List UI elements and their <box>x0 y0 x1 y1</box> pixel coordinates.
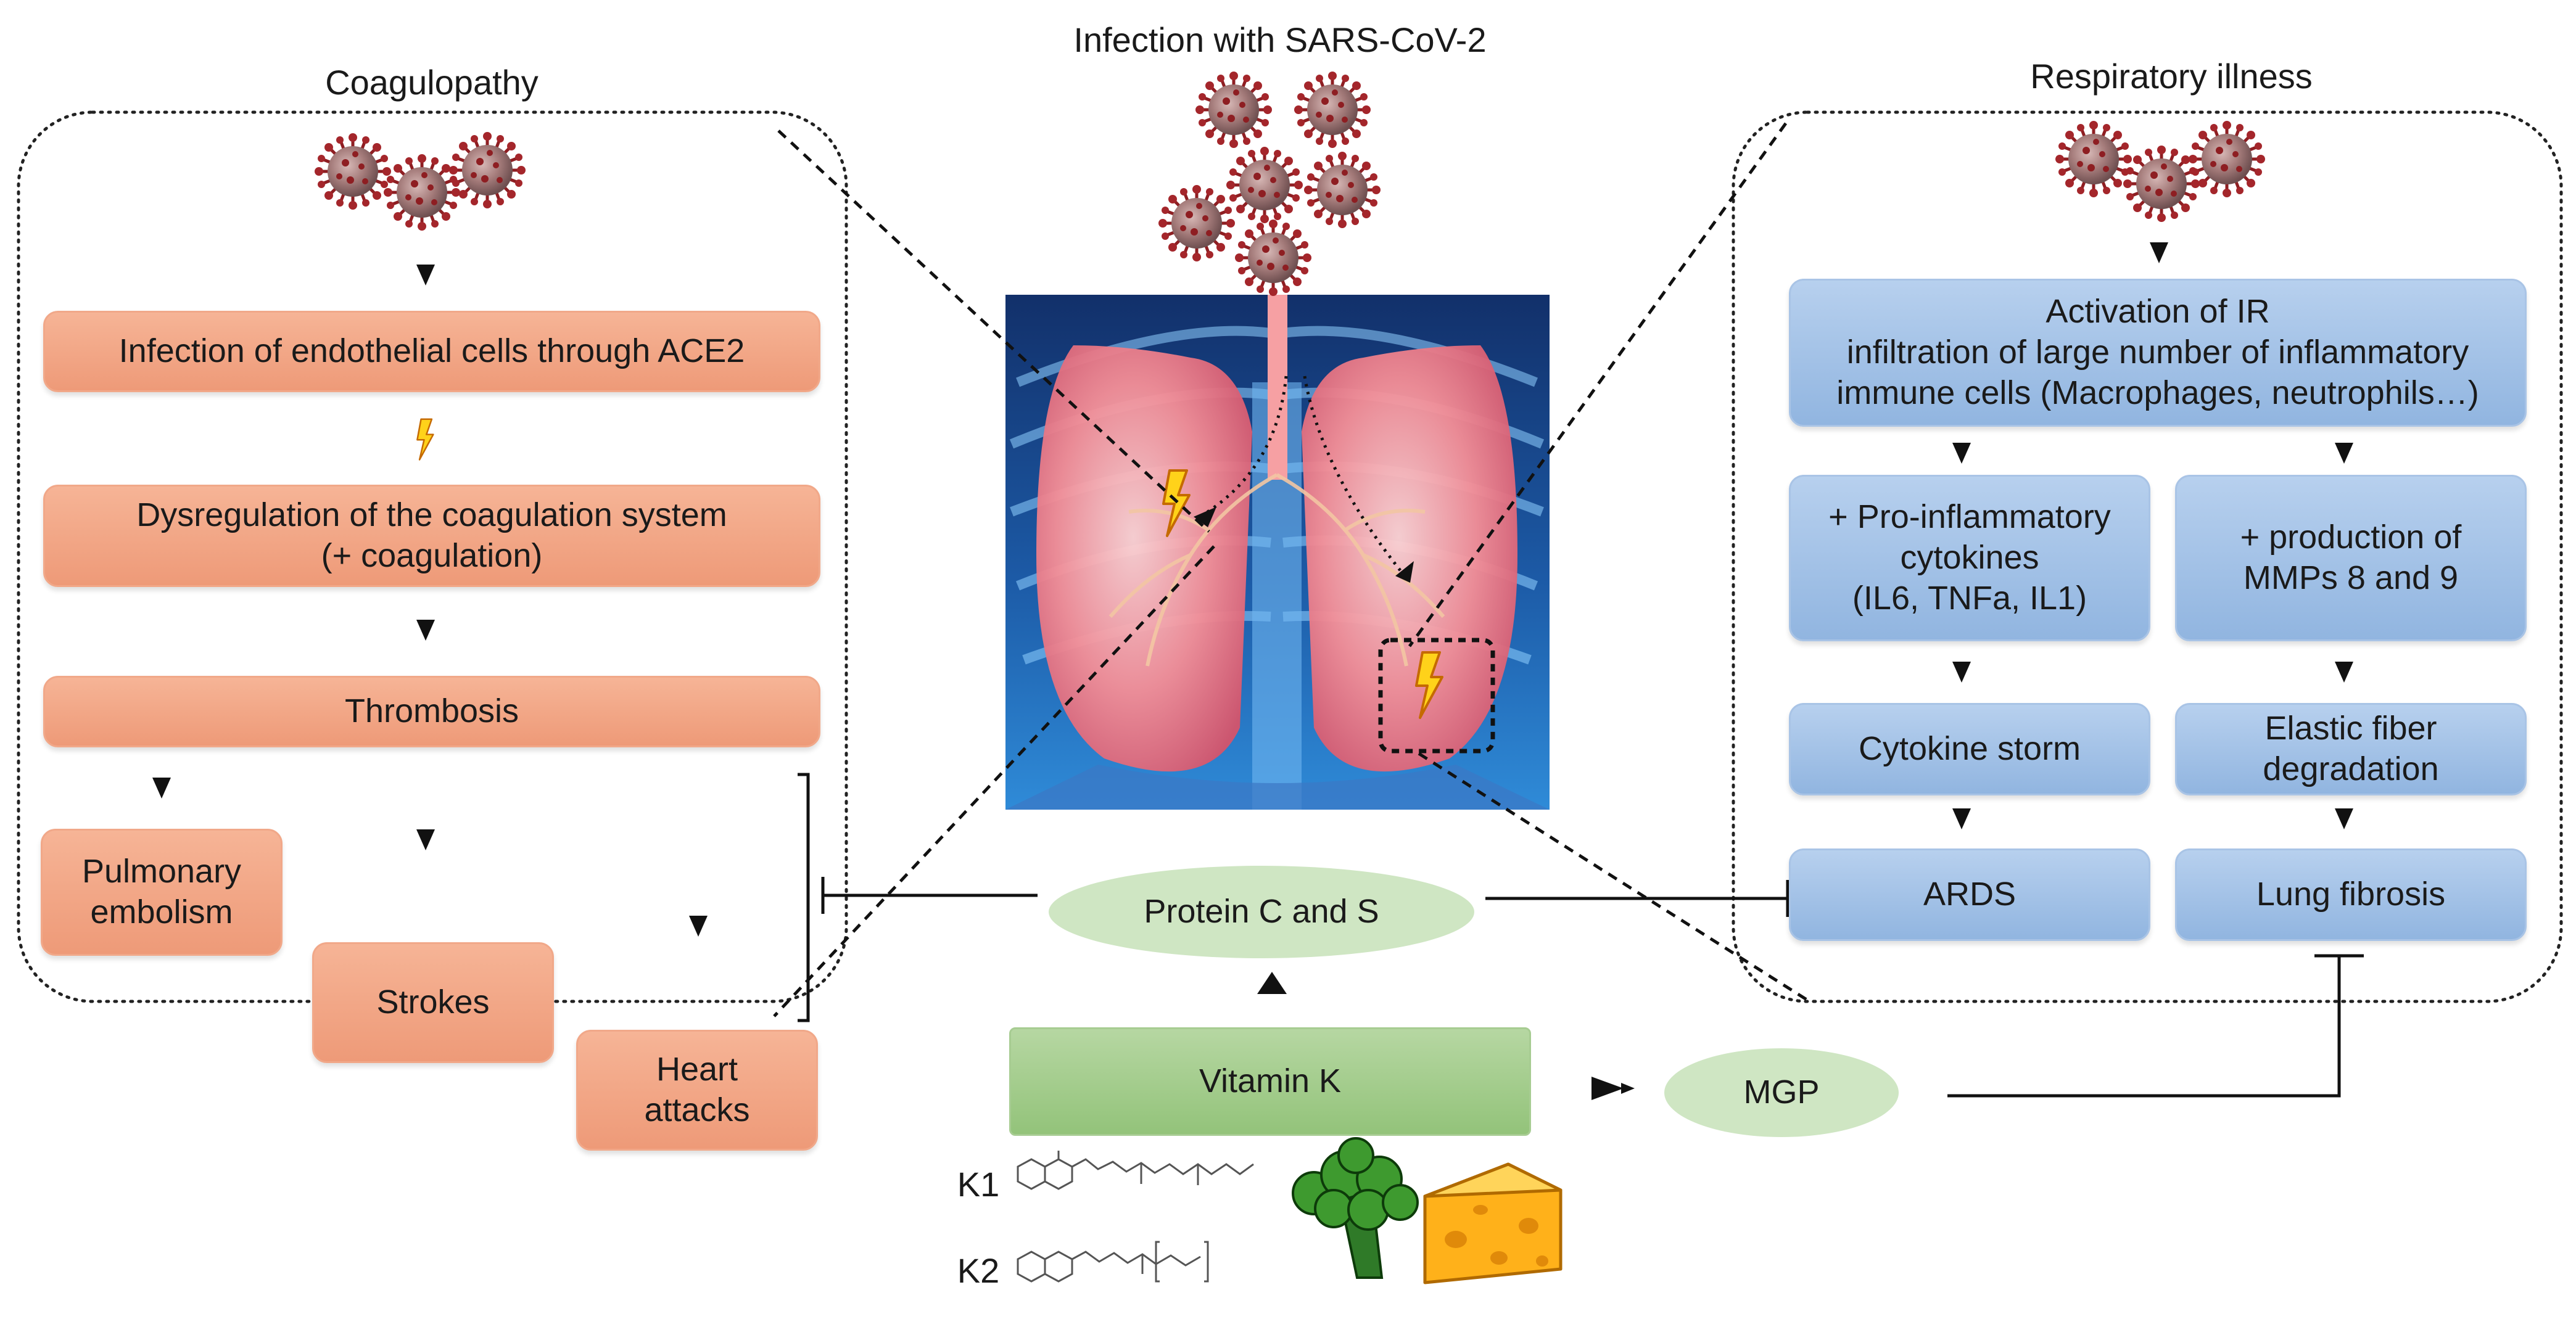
flow-arrows-right <box>1952 242 2353 829</box>
virus-cluster-center <box>1158 72 1381 296</box>
cheese-icon <box>1423 1162 1563 1284</box>
lightning-bolt-icon <box>416 418 434 461</box>
inhibition-lines <box>798 773 2364 1098</box>
lungs-illustration <box>1005 295 1550 810</box>
lung-focus-box <box>1378 638 1495 754</box>
coagulopathy-panel-border <box>17 110 848 1003</box>
k1-structure <box>1017 1151 1254 1190</box>
flow-arrows-left <box>152 265 708 937</box>
respiratory-panel-border <box>1732 110 2563 1003</box>
k2-structure <box>1017 1241 1209 1283</box>
virus-cluster-left <box>315 132 526 231</box>
virus-cluster-right <box>2055 121 2265 222</box>
broccoli-icon <box>1292 1137 1419 1279</box>
